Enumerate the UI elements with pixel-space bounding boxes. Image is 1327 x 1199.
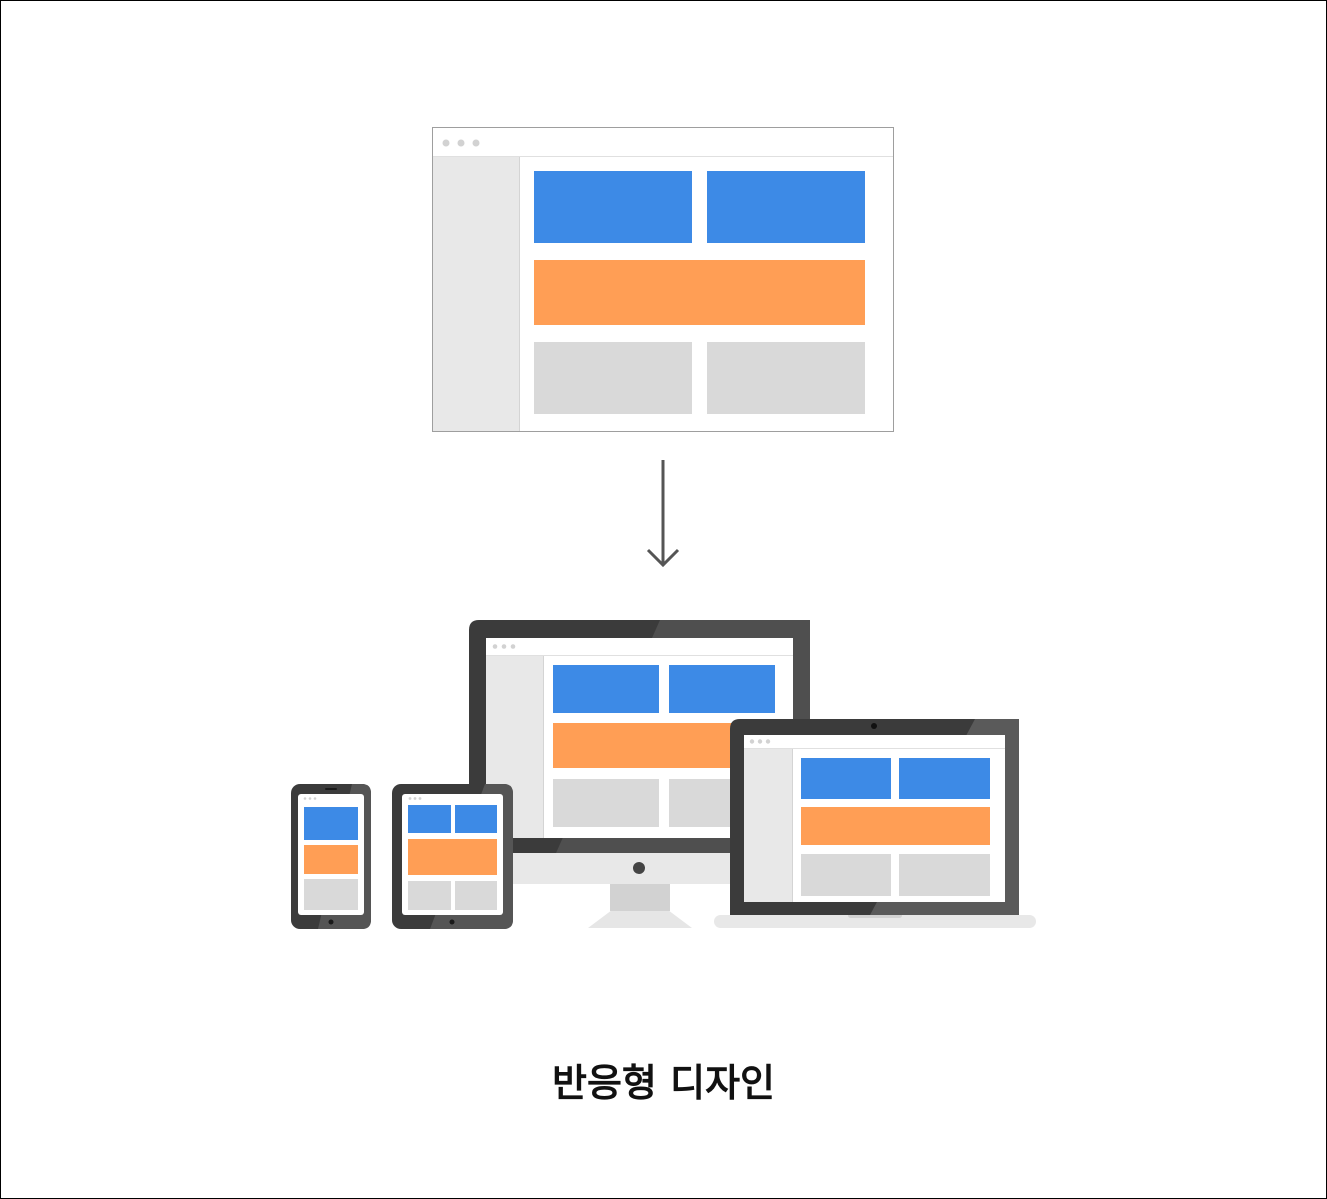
window-dot xyxy=(442,139,450,147)
sidebar-block xyxy=(433,157,519,431)
monitor-button xyxy=(633,862,645,874)
camera-icon xyxy=(871,723,877,729)
diagram-caption: 반응형 디자인 xyxy=(552,1061,775,1105)
orange-block xyxy=(534,260,865,325)
desktop-wireframe xyxy=(432,127,894,432)
tablet-device xyxy=(392,784,513,929)
down-arrow-icon xyxy=(646,460,680,568)
gray-block xyxy=(707,342,865,414)
blue-block xyxy=(707,171,865,243)
window-dot xyxy=(472,139,480,147)
gray-block xyxy=(534,342,692,414)
window-dot xyxy=(457,139,465,147)
laptop-device xyxy=(714,719,1036,928)
phone-device xyxy=(291,784,371,929)
blue-block xyxy=(534,171,692,243)
monitor-device xyxy=(469,620,810,928)
